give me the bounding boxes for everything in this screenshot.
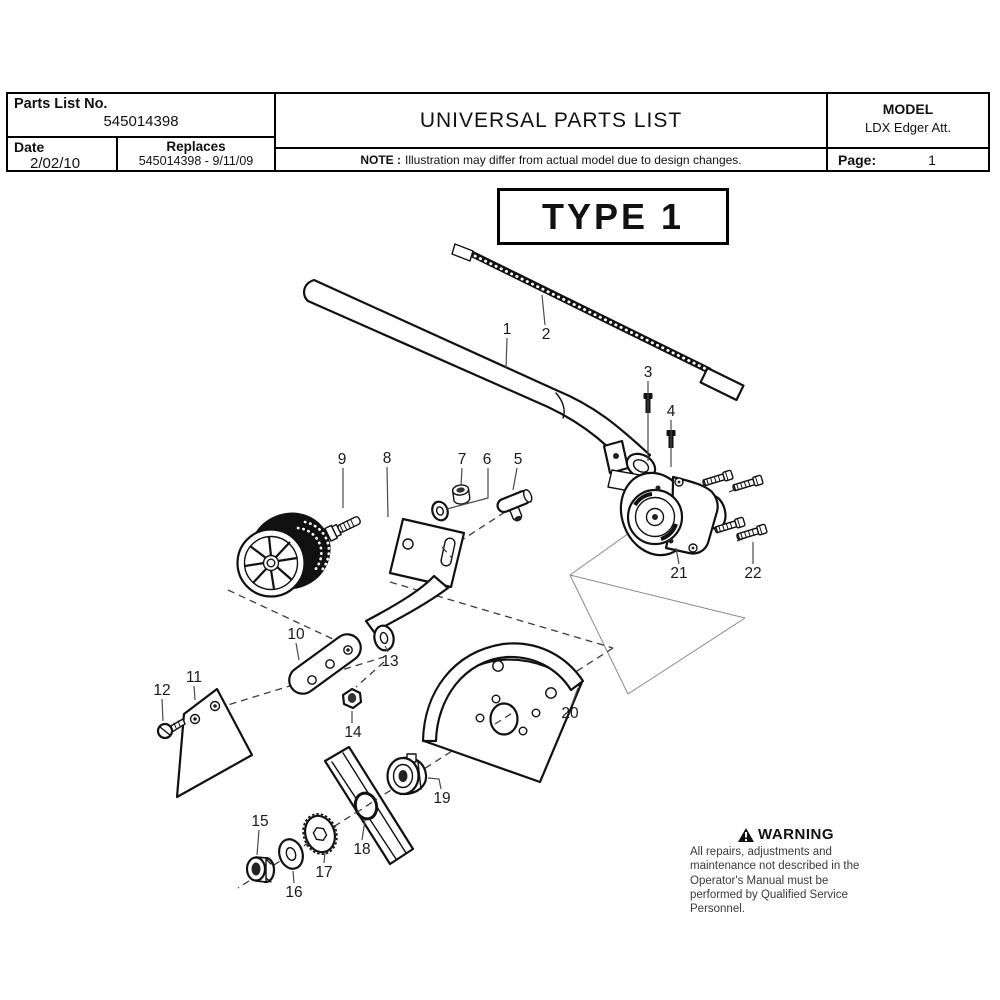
callout-label-14: 14 <box>344 724 362 741</box>
callout-leader-16 <box>292 870 295 884</box>
replaces-cell: Replaces 545014398 - 9/11/09 <box>118 138 276 172</box>
part-11-guard-plate <box>175 687 254 799</box>
part-5-knob <box>496 489 533 522</box>
callout-label-17: 17 <box>315 864 332 881</box>
callout-label-11: 11 <box>186 669 202 686</box>
part-20-shield <box>421 642 585 784</box>
page-number: 1 <box>928 151 936 168</box>
callout-label-10: 10 <box>287 626 305 643</box>
part-2-flex-drive-shaft <box>451 243 745 402</box>
date-cell: Date 2/02/10 <box>8 138 118 172</box>
callout-label-18: 18 <box>353 841 370 858</box>
warning-title-row: WARNING <box>690 826 882 843</box>
warning-title: WARNING <box>758 826 834 843</box>
callout-leader-17 <box>323 851 326 864</box>
parts-list-no-value: 545014398 <box>103 113 179 130</box>
warning-block: WARNING All repairs, adjustments and mai… <box>690 826 882 916</box>
replaces-label: Replaces <box>166 139 226 154</box>
note-label: NOTE : <box>360 152 402 167</box>
callout-leader-6 <box>446 468 489 510</box>
axis-through-slot <box>441 546 453 559</box>
part-7-nut <box>451 484 471 505</box>
support-wheel <box>236 512 331 598</box>
callout-label-16: 16 <box>285 884 302 901</box>
page-cell: Page: 1 <box>828 149 988 170</box>
date-label: Date <box>14 139 45 155</box>
callout-label-3: 3 <box>644 364 653 381</box>
part-16-washer <box>278 838 304 870</box>
flex-shaft-ferrule <box>699 366 745 402</box>
part-8-bracket <box>388 517 466 589</box>
callout-label-22: 22 <box>744 565 761 582</box>
part-18-blade <box>323 745 415 866</box>
callout-leader-13 <box>384 645 389 653</box>
model-value: LDX Edger Att. <box>865 120 951 135</box>
part-6-washer <box>431 500 449 522</box>
page-label: Page: <box>838 151 877 168</box>
callout-label-4: 4 <box>667 403 676 420</box>
callout-leader-12 <box>161 698 164 722</box>
callout-leader-8 <box>386 466 389 518</box>
model-cell: MODEL LDX Edger Att. <box>828 94 988 149</box>
replaces-value: 545014398 - 9/11/09 <box>138 154 254 168</box>
callout-label-12: 12 <box>153 682 170 699</box>
callout-label-6: 6 <box>483 451 492 468</box>
page-title: UNIVERSAL PARTS LIST <box>276 94 828 149</box>
callout-label-5: 5 <box>514 451 523 468</box>
callout-leader-20 <box>571 687 579 705</box>
parts-list-no-cell: Parts List No. 545014398 <box>8 94 276 138</box>
part-17-blade-washer <box>302 813 338 855</box>
callout-leader-5 <box>512 467 518 491</box>
part-15-flange-nut <box>245 856 276 884</box>
callout-label-8: 8 <box>383 450 392 467</box>
parts-list-no-label: Parts List No. <box>14 96 108 112</box>
callout-label-21: 21 <box>670 565 687 582</box>
callout-label-13: 13 <box>381 653 398 670</box>
callout-label-1: 1 <box>503 321 512 338</box>
callout-label-20: 20 <box>561 705 579 722</box>
callout-leader-19 <box>427 777 442 790</box>
callout-leader-11 <box>193 685 196 701</box>
date-value: 2/02/10 <box>30 155 81 172</box>
part-12-screw <box>156 718 186 740</box>
model-label: MODEL <box>882 101 934 117</box>
callout-label-9: 9 <box>338 451 347 468</box>
callout-leader-1 <box>505 337 508 369</box>
callout-leader-15 <box>256 829 260 856</box>
header-table: Parts List No. 545014398 Date 2/02/10 Re… <box>6 92 990 172</box>
part-19-blade-adapter <box>386 753 428 796</box>
type-badge: TYPE 1 <box>497 188 729 245</box>
callout-leader-18 <box>361 819 366 841</box>
callout-leader-7 <box>460 467 463 487</box>
callout-leader-21 <box>675 547 680 565</box>
callout-leader-2 <box>541 294 546 326</box>
callout-label-15: 15 <box>251 813 268 830</box>
callout-label-2: 2 <box>542 326 551 343</box>
part-9-bolt <box>324 516 361 542</box>
callout-label-7: 7 <box>458 451 467 468</box>
warning-triangle-icon <box>738 827 754 842</box>
warning-text: All repairs, adjustments and maintenance… <box>690 846 860 916</box>
part-14-nut <box>341 687 363 710</box>
part-10-bracket-arm <box>288 574 450 695</box>
note-row: NOTE : Illustration may differ from actu… <box>276 149 828 170</box>
note-text: Illustration may differ from actual mode… <box>405 152 742 167</box>
part-1-shaft-tube <box>302 278 652 476</box>
callout-label-19: 19 <box>433 790 450 807</box>
part-21-gearbox <box>619 471 727 557</box>
callout-leader-10 <box>295 642 300 661</box>
part-13-washer <box>373 624 395 652</box>
